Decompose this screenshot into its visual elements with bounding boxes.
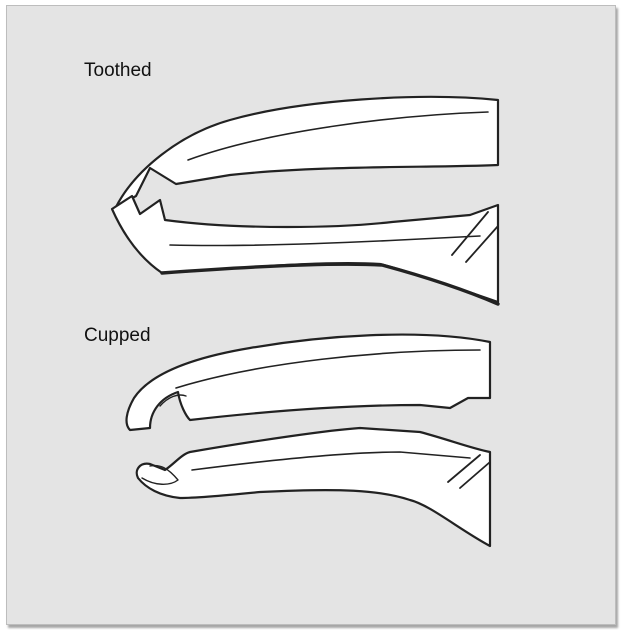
toothed-upper-jaw: [116, 97, 498, 207]
cupped-label: Cupped: [84, 325, 151, 347]
toothed-lower-jaw: [112, 196, 498, 304]
cupped-upper-jaw: [127, 335, 490, 430]
cupped-lower-jaw: [137, 428, 490, 546]
toothed-label: Toothed: [84, 60, 152, 82]
